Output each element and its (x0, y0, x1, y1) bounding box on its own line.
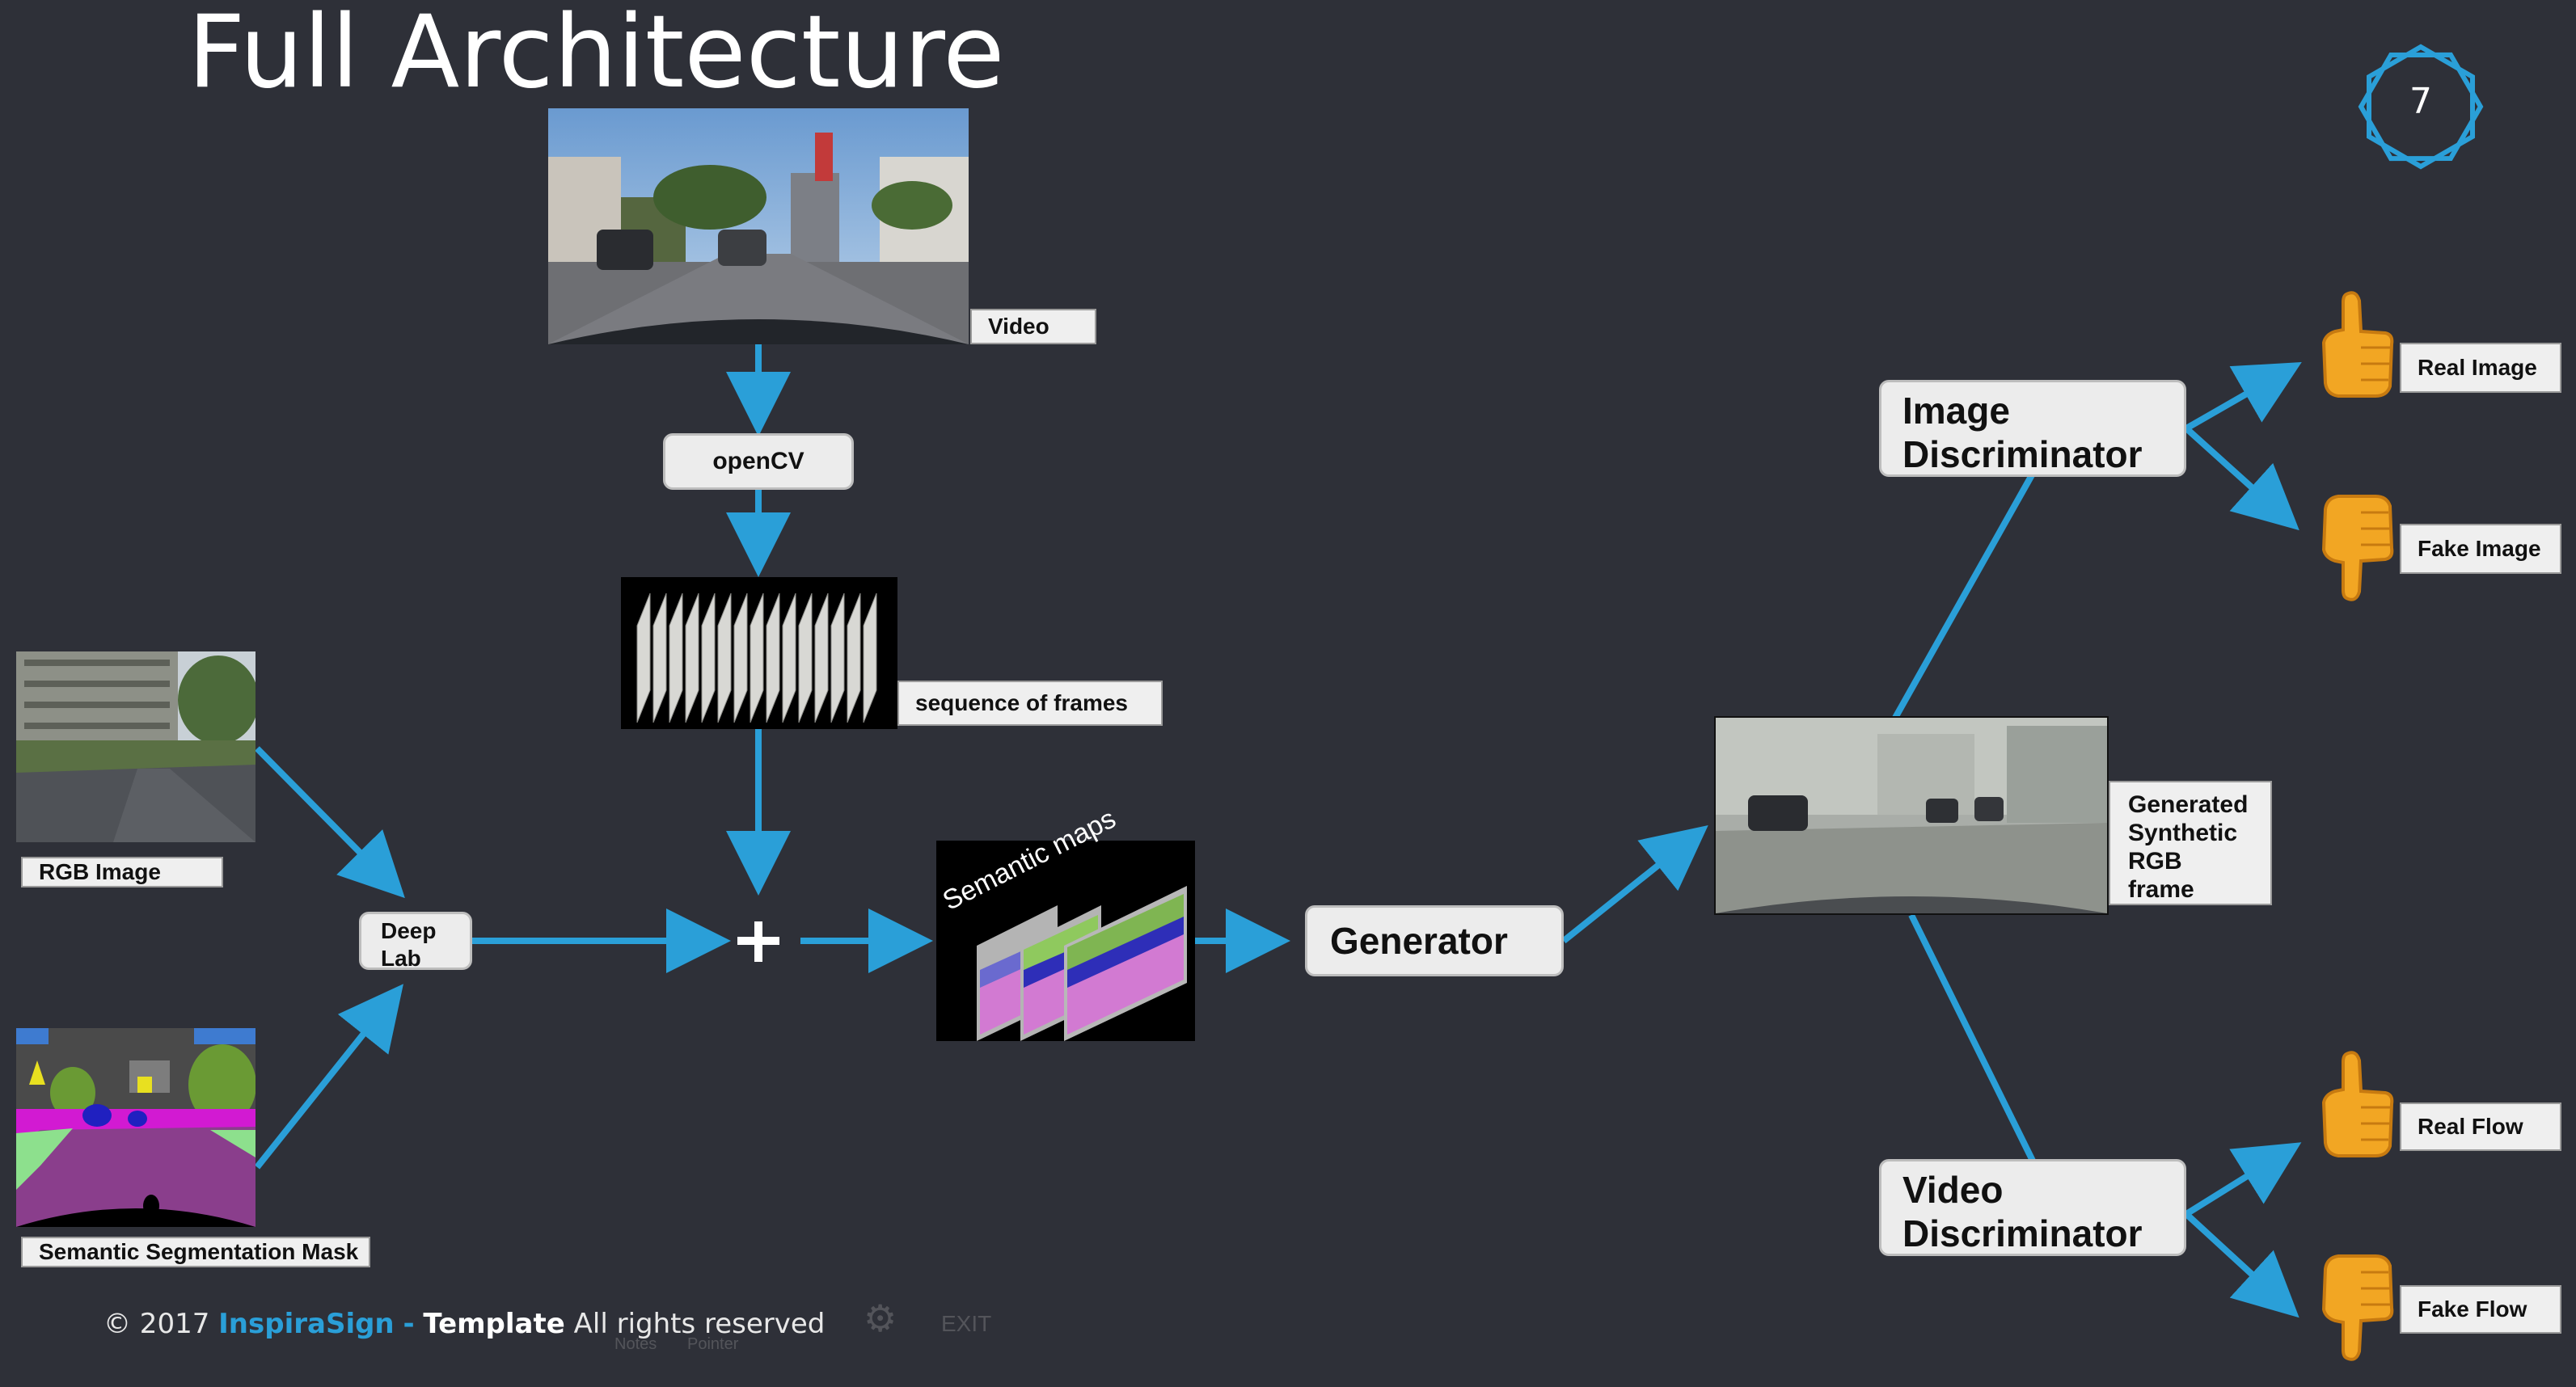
sequence-label: sequence of frames (897, 681, 1163, 726)
generated-frame-image (1714, 716, 2109, 915)
footer-separator: - (403, 1308, 415, 1340)
arrow-rgb-deeplab (255, 746, 405, 899)
image-discriminator-line1: Image (1902, 390, 2010, 432)
generator-box: Generator (1305, 905, 1564, 976)
line-output-video-disc (1908, 913, 2036, 1162)
video-discriminator-box: Video Discriminator (1879, 1159, 2186, 1256)
footer-template: Template (423, 1308, 565, 1340)
slide-title: Full Architecture (188, 0, 1005, 111)
fake-image-label: Fake Image (2400, 524, 2561, 574)
pointer-label[interactable]: Pointer (687, 1335, 739, 1353)
generated-label-line3: RGB (2128, 848, 2182, 875)
video-frame-image (548, 108, 969, 344)
fake-flow-label: Fake Flow (2400, 1285, 2561, 1334)
image-discriminator-box: Image Discriminator (1879, 380, 2186, 477)
generated-label-line1: Generated (2128, 791, 2249, 818)
rgb-image-label: RGB Image (21, 857, 223, 887)
opencv-box: openCV (663, 433, 854, 490)
video-discriminator-line1: Video (1902, 1169, 2004, 1211)
footer-brand: InspiraSign (218, 1308, 395, 1340)
image-discriminator-line2: Discriminator (1902, 433, 2143, 475)
real-image-label: Real Image (2400, 343, 2561, 393)
hexagon-icon (2358, 44, 2484, 170)
arrow-mask-deeplab (254, 984, 403, 1170)
deeplab-label-line1: Deep (381, 918, 437, 943)
generated-label-line4: frame (2128, 876, 2194, 903)
arrow-imgdisc-real (2185, 362, 2302, 432)
deeplab-label-line2: Lab (381, 946, 421, 971)
thumbs-up-icon (2321, 1051, 2394, 1157)
rgb-street-image (16, 651, 255, 842)
opencv-label: openCV (712, 448, 804, 474)
presentation-toolbar: Notes Pointer ⚙ EXIT (534, 1293, 1051, 1366)
generator-label: Generator (1330, 920, 1508, 962)
generated-frame-label: Generated Synthetic RGB frame (2109, 781, 2272, 905)
thumbs-down-icon (2321, 495, 2394, 601)
arrow-imgdisc-fake (2184, 426, 2299, 531)
footer-copyright: © 2017 (103, 1308, 210, 1340)
real-flow-label: Real Flow (2400, 1102, 2561, 1151)
deeplab-box: Deep Lab (359, 912, 472, 971)
slide-number: 7 (2409, 81, 2432, 122)
arrow-generator-output (1561, 825, 1708, 944)
video-discriminator-line2: Discriminator (1902, 1212, 2143, 1254)
footer-rights: All rights reserved (573, 1308, 826, 1340)
exit-button[interactable]: EXIT (941, 1311, 992, 1336)
arrow-viddisc-real (2184, 1142, 2302, 1217)
semantic-maps-image (936, 841, 1195, 1041)
generated-label-line2: Synthetic (2128, 820, 2238, 846)
line-output-image-disc (1892, 472, 2036, 719)
plus-icon (737, 921, 779, 962)
gear-icon[interactable]: ⚙ (864, 1297, 897, 1339)
frame-sequence-image (621, 577, 897, 729)
segmentation-mask-label: Semantic Segmentation Mask (21, 1237, 370, 1267)
arrow-viddisc-fake (2184, 1212, 2299, 1318)
footer: © 2017 InspiraSign - Template All rights… (103, 1308, 825, 1340)
thumbs-up-icon (2321, 291, 2394, 398)
video-label: Video (970, 309, 1096, 344)
notes-label[interactable]: Notes (614, 1335, 657, 1353)
thumbs-down-icon (2321, 1254, 2394, 1361)
segmentation-mask-image (16, 1028, 255, 1227)
